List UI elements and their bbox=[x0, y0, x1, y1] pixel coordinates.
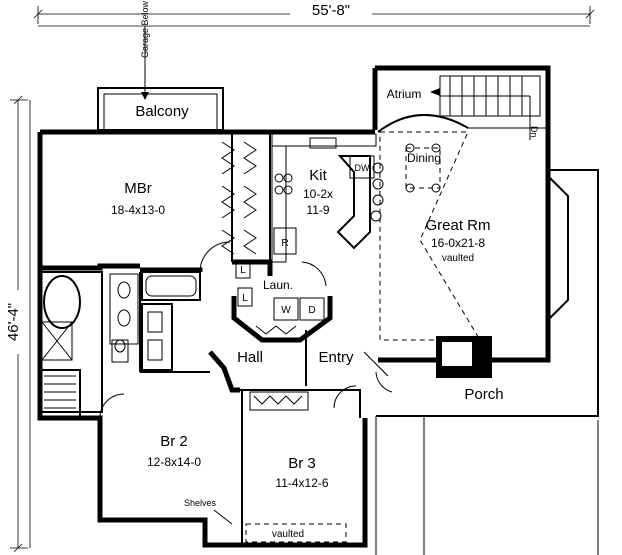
br2: Br 2 12-8x14-0 Shelves bbox=[99, 390, 243, 545]
br3: Br 3 11-4x12-6 vaulted bbox=[245, 391, 347, 543]
dw-label: DW bbox=[355, 163, 370, 173]
balcony-label: Balcony bbox=[135, 103, 189, 120]
depth-dimension: 46'-4" bbox=[4, 95, 31, 553]
garage-note: Garage Below bbox=[140, 0, 150, 100]
washer-label: W bbox=[281, 305, 291, 316]
width-dimension: 55'-8" bbox=[33, 2, 595, 27]
shelves-label: Shelves bbox=[184, 498, 217, 508]
linen-2-label: L bbox=[242, 293, 248, 304]
dining-label: Dining bbox=[407, 151, 441, 165]
porch: Porch bbox=[375, 169, 599, 555]
mbr: MBr 18-4x13-0 bbox=[40, 132, 271, 273]
vaulted-bottom-label: vaulted bbox=[272, 529, 304, 540]
entry-label: Entry bbox=[318, 349, 354, 366]
laun-label: Laun. bbox=[263, 278, 293, 292]
br2-size: 12-8x14-0 bbox=[147, 455, 201, 469]
fridge-label: R bbox=[281, 238, 288, 249]
br3-label: Br 3 bbox=[288, 455, 316, 472]
atrium-label: Atrium bbox=[387, 87, 422, 101]
atrium: Atrium Dn bbox=[377, 75, 548, 140]
mbr-label: MBr bbox=[124, 180, 152, 197]
balcony: Balcony bbox=[97, 87, 224, 131]
kit-size-2: 11-9 bbox=[306, 203, 329, 217]
great-rm-size: 16-0x21-8 bbox=[431, 236, 485, 250]
kitchen: R DW Kit 10-2x 11-9 bbox=[271, 133, 384, 263]
linen-1-label: L bbox=[240, 265, 246, 276]
br2-label: Br 2 bbox=[160, 433, 188, 450]
kit-size-1: 10-2x bbox=[303, 187, 333, 201]
great-rm-label: Great Rm bbox=[425, 217, 490, 234]
hall-entry: Hall Entry bbox=[208, 330, 393, 418]
kit-label: Kit bbox=[309, 167, 327, 184]
down-label: Dn bbox=[529, 126, 539, 138]
master-bath bbox=[39, 271, 210, 419]
br3-size: 11-4x12-6 bbox=[275, 476, 328, 490]
mbr-size: 18-4x13-0 bbox=[111, 203, 165, 217]
exterior-walls bbox=[37, 65, 551, 548]
great-room: Dining Great Rm 16-0x21-8 vaulted bbox=[379, 131, 569, 378]
porch-label: Porch bbox=[464, 386, 503, 403]
laundry: L L W D Laun. bbox=[231, 259, 333, 343]
dryer-label: D bbox=[308, 305, 315, 316]
depth-label: 46'-4" bbox=[5, 303, 22, 341]
hall-label: Hall bbox=[237, 349, 263, 366]
garage-note-label: Garage Below bbox=[140, 0, 150, 58]
width-label: 55'-8" bbox=[312, 2, 350, 19]
great-rm-note: vaulted bbox=[442, 253, 474, 264]
